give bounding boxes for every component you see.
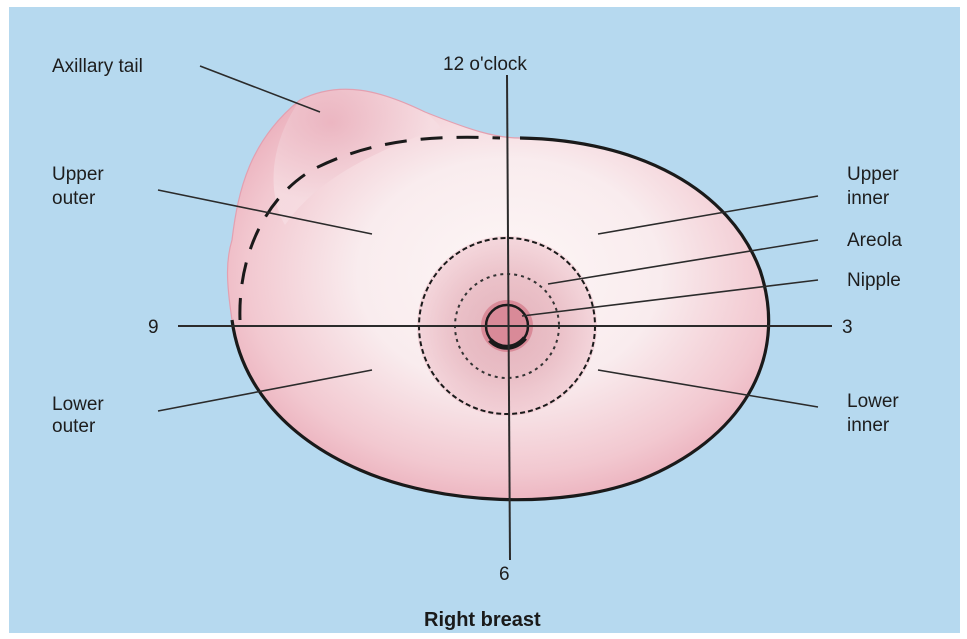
clock-6-label: 6 xyxy=(499,564,510,585)
label-lower-outer-2: outer xyxy=(52,416,96,437)
label-areola: Areola xyxy=(847,230,902,251)
clock-3-label: 3 xyxy=(842,317,853,338)
label-lower-outer-1: Lower xyxy=(52,394,104,415)
caption-right-breast: Right breast xyxy=(424,609,541,631)
label-upper-outer-2: outer xyxy=(52,188,96,209)
label-upper-inner-2: inner xyxy=(847,188,890,209)
label-lower-inner-2: inner xyxy=(847,415,890,436)
label-nipple: Nipple xyxy=(847,270,901,291)
clock-9-label: 9 xyxy=(148,317,159,338)
label-upper-inner-1: Upper xyxy=(847,164,899,185)
clock-12-label: 12 o'clock xyxy=(443,54,527,75)
label-lower-inner-1: Lower xyxy=(847,391,899,412)
label-axillary-tail: Axillary tail xyxy=(52,56,143,77)
label-upper-outer-1: Upper xyxy=(52,164,104,185)
